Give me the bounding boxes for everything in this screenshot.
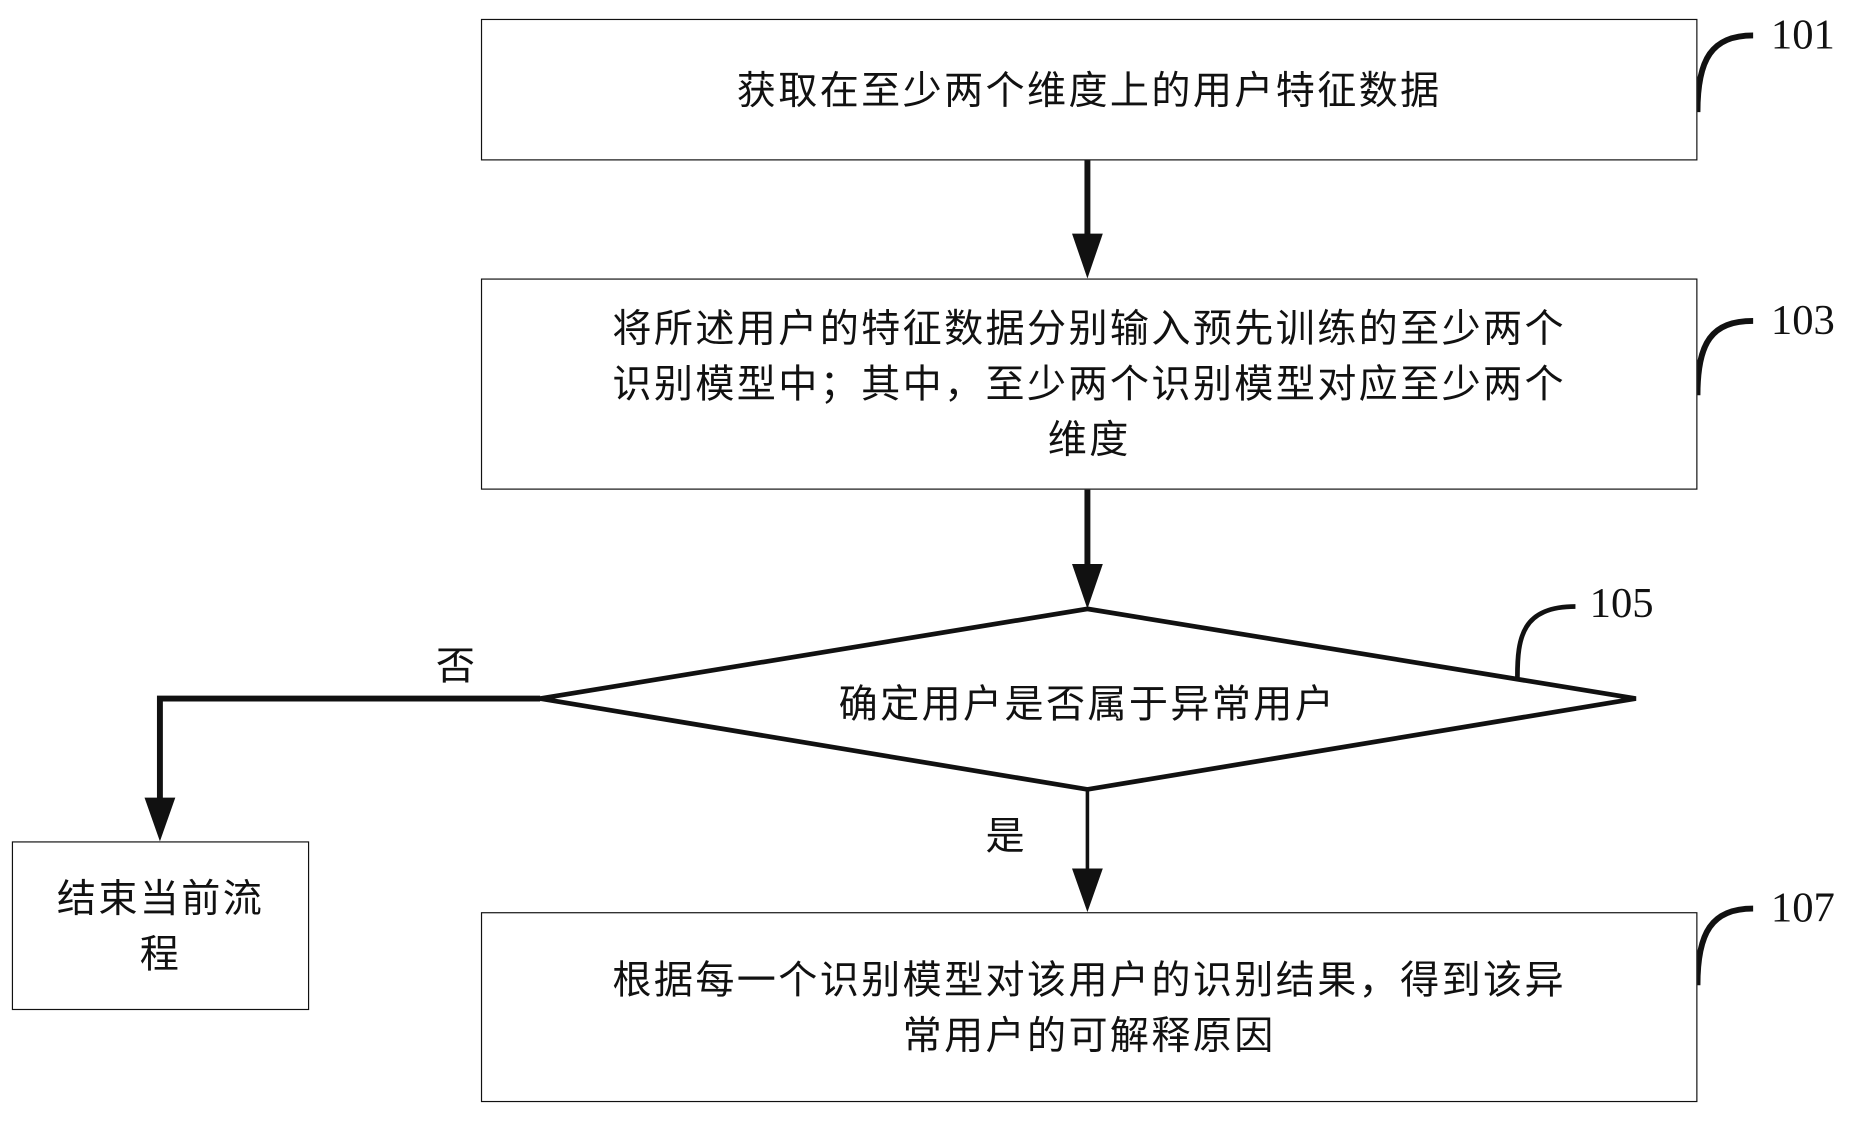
end-process-line-2: 程 [139,930,182,977]
ref-label-107: 107 [1770,883,1835,932]
ref-label-103: 103 [1770,296,1835,344]
ref-label-105: 105 [1589,579,1654,627]
leader-105 [1515,604,1576,678]
step-103-line-1: 将所述用户的特征数据分别输入预先训练的至少两个 [612,305,1566,352]
ref-label-101: 101 [1770,10,1835,58]
end-process-line-1: 结束当前流 [56,874,265,921]
step-107-box: 根据每一个识别模型对该用户的识别结果，得到该异 常用户的可解释原因 [480,912,1698,1103]
step-103-line-2: 识别模型中；其中，至少两个识别模型对应至少两个 [612,361,1566,408]
arrow-101-103-head [1072,233,1103,279]
leader-107 [1694,905,1754,986]
no-branch-line [156,695,541,801]
yes-branch-label: 是 [985,813,1025,860]
step-105-text: 确定用户是否属于异常用户 [838,680,1337,727]
arrow-103-105-head [1072,564,1103,609]
leader-101 [1694,32,1754,113]
step-107-line-1: 根据每一个识别模型对该用户的识别结果，得到该异 [612,956,1566,1003]
step-107-line-2: 常用户的可解释原因 [902,1011,1276,1058]
leader-103 [1694,318,1754,396]
step-103-line-3: 维度 [1047,416,1131,463]
no-branch-label: 否 [435,643,476,690]
no-branch-arrowhead [144,797,176,842]
end-process-box: 结束当前流 程 [11,841,310,1011]
step-103-box: 将所述用户的特征数据分别输入预先训练的至少两个 识别模型中；其中，至少两个识别模… [480,278,1698,490]
step-101-box: 获取在至少两个维度上的用户特征数据 [480,18,1698,161]
step-101-text: 获取在至少两个维度上的用户特征数据 [736,66,1442,113]
yes-branch-arrowhead [1072,868,1103,913]
